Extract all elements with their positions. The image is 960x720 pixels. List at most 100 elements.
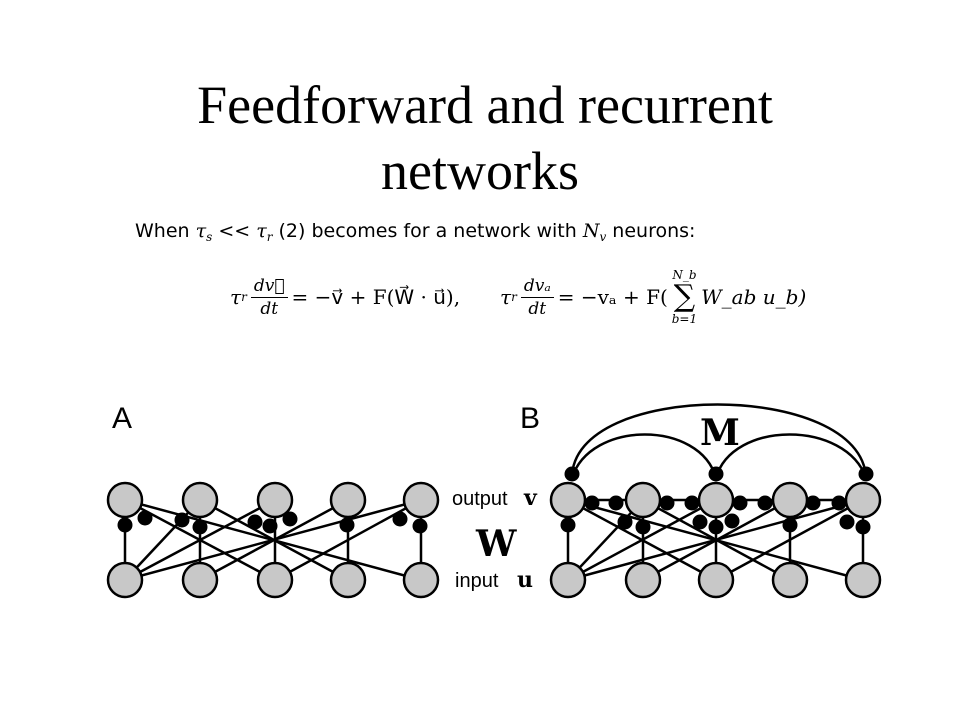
lateral-synapse-dot [831, 495, 847, 511]
output-neuron [771, 481, 809, 519]
intro-text-2: (2) becomes for a network with [272, 220, 583, 242]
input-neuron [844, 561, 882, 599]
synapse-dot [724, 513, 740, 529]
input-layer-label: input [455, 570, 499, 592]
output-vector-symbol: v [523, 485, 538, 511]
eq2-tau: τ [500, 285, 512, 309]
synapse-dot [782, 517, 798, 533]
eq1-tau: τ [230, 285, 242, 309]
lateral-synapse-dot [584, 495, 600, 511]
feedforward-connection [567, 499, 644, 581]
input-neuron [106, 561, 144, 599]
input-neuron [771, 561, 809, 599]
synapse-dot [339, 517, 355, 533]
eq1-numerator: dv⃗ [250, 276, 288, 298]
eq1-denominator: dt [260, 298, 279, 319]
eq2-rhs-a: = −vₐ + F( [557, 285, 668, 309]
intro-sentence: When τs << τr (2) becomes for a network … [135, 220, 695, 244]
synapse-dot [262, 518, 278, 534]
synapse-dot [708, 519, 724, 535]
output-neuron [549, 481, 587, 519]
lateral-synapse-dot [684, 495, 700, 511]
synapse-dot [392, 511, 408, 527]
intro-text-3: neurons: [606, 220, 696, 242]
recurrent-weights-label: M [700, 412, 740, 454]
input-neuron [329, 561, 367, 599]
summation: N_b ∑ b=1 [672, 268, 697, 326]
recurrent-synapse-dot [564, 466, 580, 482]
slide-title: Feedforward and recurrent networks [0, 72, 960, 204]
synapse-dot [192, 519, 208, 535]
input-neuron [624, 561, 662, 599]
sigma-symbol: ∑ [673, 279, 696, 314]
input-vector-symbol: u [517, 567, 533, 593]
eq1-rhs: = −v⃗ + F(W⃗ · u⃗), [291, 285, 461, 309]
feedforward-connection [124, 498, 422, 582]
synapse-dot [412, 518, 428, 534]
panel-b-label: B [520, 402, 540, 435]
synapse-dot [117, 517, 133, 533]
eq1-tau-subscript: r [241, 290, 247, 304]
tau-r-subscript: r [266, 230, 273, 244]
synapse-dot [137, 510, 153, 526]
feedforward-weights-label: W [475, 523, 517, 565]
eq1-derivative: dv⃗ dt [250, 276, 288, 319]
recurrent-synapse-dot [858, 466, 874, 482]
title-line-2: networks [381, 141, 579, 201]
intro-text-1: When [135, 220, 196, 242]
eq2-denominator: dt [528, 298, 547, 319]
tau-glyph: τ [195, 220, 207, 242]
feedforward-connection [567, 498, 717, 582]
output-neuron [181, 481, 219, 519]
sum-upper-limit: N_b [672, 268, 697, 282]
tau-glyph: τ [256, 220, 267, 242]
output-neuron [256, 481, 294, 519]
n-glyph: N [582, 220, 600, 242]
synapse-dot [560, 517, 576, 533]
feedforward-connection [567, 498, 864, 582]
output-neuron [106, 481, 144, 519]
recurrent-arc-long [570, 403, 868, 479]
eq2-derivative: dvₐ dt [520, 276, 554, 319]
synapse-dot [282, 511, 298, 527]
panel-a-feedforward [106, 481, 440, 599]
output-neuron [329, 481, 367, 519]
synapse-dot [174, 512, 190, 528]
synapse-dot [247, 514, 263, 530]
synapse-dot [692, 514, 708, 530]
feedforward-connection [124, 499, 201, 581]
n-v-symbol: Nv [582, 220, 607, 244]
output-neuron [402, 481, 440, 519]
lateral-synapse-dot [659, 495, 675, 511]
synapse-dot [635, 519, 651, 535]
tau-s-symbol: τs [195, 220, 213, 244]
lateral-synapse-dot [608, 495, 624, 511]
network-diagram: A B M output v W input u [106, 402, 882, 599]
n-v-subscript: v [599, 230, 607, 244]
lateral-synapse-dot [805, 495, 821, 511]
eq2-numerator: dvₐ [520, 276, 554, 298]
synapse-dot [855, 519, 871, 535]
title-line-1: Feedforward and recurrent [197, 75, 773, 135]
much-less-than: << [212, 220, 257, 242]
output-neuron [624, 481, 662, 519]
output-neuron [697, 481, 735, 519]
sum-lower-limit: b=1 [671, 312, 698, 326]
eq2-tau-subscript: r [511, 290, 517, 304]
input-neuron [549, 561, 587, 599]
output-neuron [844, 481, 882, 519]
output-layer-label: output [452, 488, 508, 510]
input-neuron [402, 561, 440, 599]
eq2-rhs-b: W_ab u_b) [701, 285, 807, 309]
lateral-synapse-dot [732, 495, 748, 511]
panel-a-label: A [112, 402, 132, 435]
lateral-synapse-dot [757, 495, 773, 511]
feedforward-connection [715, 498, 864, 582]
recurrent-arc [570, 433, 718, 479]
recurrent-arc [714, 433, 868, 479]
input-neuron [181, 561, 219, 599]
recurrent-synapse-dot [708, 466, 724, 482]
